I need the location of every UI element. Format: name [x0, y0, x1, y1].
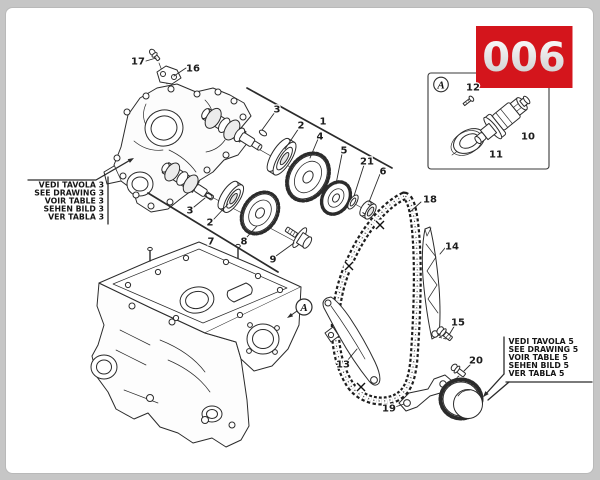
part-label-4: 4 [317, 132, 324, 143]
assembly-marker-letter: A [299, 302, 307, 314]
screw-12 [462, 95, 475, 107]
part-label-16: 16 [186, 64, 200, 75]
part-label-20: 20 [469, 356, 483, 367]
callout-line: SEE DRAWING 5 [509, 345, 579, 354]
part-label-7: 7 [208, 237, 215, 248]
assembly-marker-a: A [287, 298, 313, 318]
chain-guide-13 [322, 296, 381, 386]
bracket-16 [156, 65, 182, 85]
callout-line: VER TABLA 3 [48, 213, 104, 222]
callout-line: SEHEN BILD 5 [509, 361, 569, 370]
chain-tensioner-10 [474, 95, 531, 145]
part-label-6: 6 [380, 167, 387, 178]
part-label-3: 3 [187, 206, 194, 217]
timing-chain [330, 191, 422, 406]
bearing-2b [217, 180, 245, 213]
crankcase-block [90, 241, 302, 448]
callout-line: VEDI TAVOLA 5 [509, 337, 574, 346]
part-label-13: 13 [336, 360, 350, 371]
chain-cut-marks [343, 219, 386, 393]
part-label-2: 2 [207, 218, 214, 229]
woodruff-key-3a [258, 129, 268, 137]
callout-line: VOIR TABLE 3 [45, 197, 104, 206]
assembly-span-lines [147, 87, 393, 273]
woodruff-key-3b [205, 192, 213, 200]
part-label-21: 21 [360, 157, 374, 168]
part-label-19: 19 [382, 404, 396, 415]
part-label-3: 3 [274, 105, 281, 116]
detail-inset-box: A [427, 72, 550, 170]
inset-marker-letter: A [436, 79, 444, 91]
part-label-12: 12 [466, 83, 480, 94]
bearing-2a [266, 137, 297, 176]
chain-guide-14 [421, 226, 441, 340]
callout-line: SEE DRAWING 3 [34, 189, 104, 198]
part-label-14: 14 [445, 242, 459, 253]
camshaft-assembly-1 [201, 107, 377, 220]
gear-5 [319, 180, 353, 216]
camshaft-assembly-2 [161, 162, 313, 249]
part-label-5: 5 [341, 146, 348, 157]
part-label-18: 18 [423, 195, 437, 206]
part-label-9: 9 [270, 255, 277, 266]
part-label-11: 11 [489, 150, 503, 161]
washer-21 [347, 194, 359, 210]
part-label-15: 15 [451, 318, 465, 329]
part-label-1: 1 [320, 117, 327, 128]
bolt-20 [446, 363, 466, 396]
callout-line: SEHEN BILD 3 [44, 205, 104, 214]
part-label-2: 2 [298, 121, 305, 132]
cam-sprocket-4 [285, 151, 331, 203]
camshaft-2 [161, 162, 214, 201]
callout-line: VER TABLA 5 [509, 369, 565, 378]
gasket-ring-11 [450, 128, 485, 156]
bracket-19 [398, 374, 453, 412]
nut-6 [359, 200, 377, 220]
driven-gear [438, 377, 484, 421]
callout-line: VEDI TAVOLA 3 [39, 181, 104, 190]
part-label-10: 10 [521, 132, 535, 143]
page-number-badge: 006 [476, 26, 573, 88]
cam-sprocket-8 [239, 190, 281, 236]
camshaft-1 [201, 107, 263, 151]
bolt-9 [284, 226, 313, 249]
inset-marker-circle [433, 76, 449, 93]
part-label-8: 8 [241, 237, 248, 248]
bolt-15 [436, 326, 453, 341]
callout-line: VOIR TABLE 5 [509, 353, 568, 362]
part-label-17: 17 [131, 57, 145, 68]
page-number: 006 [482, 35, 566, 81]
